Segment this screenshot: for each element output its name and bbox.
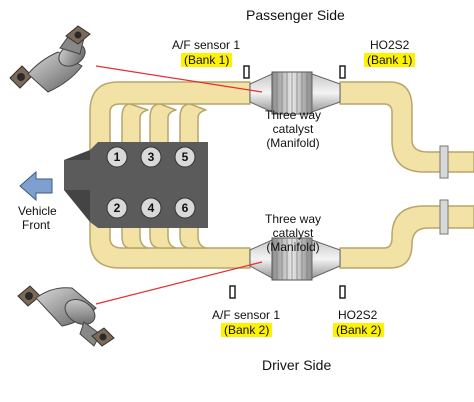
front-label: Front <box>22 218 51 232</box>
af-sensor-top-marker <box>243 65 250 79</box>
catalytic-converter-photo-top <box>9 25 91 93</box>
cylinder-number-2: 2 <box>113 201 121 215</box>
catalyst-top-label-1: Three way <box>264 108 322 122</box>
cylinder-4 <box>140 197 162 219</box>
ho2s2-bottom-label: HO2S2 <box>338 308 378 322</box>
leader-line-top <box>95 65 263 93</box>
cylinder-6 <box>174 197 196 219</box>
vehicle-front-arrow <box>19 170 53 202</box>
cylinder-1 <box>106 146 128 168</box>
catalyst-top <box>249 71 341 115</box>
ho2s2-bottom-marker <box>339 285 346 299</box>
cylinder-3 <box>140 146 162 168</box>
catalyst-bottom-label-1: Three way <box>264 212 322 226</box>
af-sensor-bottom-bank: (Bank 2) <box>221 323 273 337</box>
catalytic-converter-photo-bottom <box>17 285 115 347</box>
catalyst-bottom <box>249 237 341 281</box>
engine-block <box>64 142 208 228</box>
passenger-side-title: Passenger Side <box>246 7 345 23</box>
driver-side-title: Driver Side <box>262 357 332 373</box>
cylinder-number-6: 6 <box>181 201 189 215</box>
cylinder-5 <box>174 146 196 168</box>
ho2s2-top-bank: (Bank 1) <box>364 53 416 67</box>
catalyst-top-label-2: catalyst <box>272 122 314 136</box>
cylinder-2 <box>106 197 128 219</box>
cylinder-number-4: 4 <box>147 201 155 215</box>
bottom-downpipe <box>339 205 474 269</box>
af-sensor-top-bank: (Bank 1) <box>181 53 233 67</box>
cylinders <box>106 146 196 219</box>
catalyst-top-label-3: (Manifold) <box>266 136 320 150</box>
vehicle-label: Vehicle <box>18 204 57 218</box>
ho2s2-top-marker <box>339 65 346 79</box>
af-sensor-top-label: A/F sensor 1 <box>172 38 241 52</box>
ho2s2-top-label: HO2S2 <box>370 38 410 52</box>
catalyst-bottom-label-2: catalyst <box>272 226 314 240</box>
af-sensor-bottom-marker <box>229 285 236 299</box>
af-sensor-bottom-label: A/F sensor 1 <box>212 308 281 322</box>
top-downpipe <box>339 81 474 173</box>
leader-line-bottom <box>95 261 263 305</box>
cylinder-number-3: 3 <box>147 150 155 164</box>
ho2s2-bottom-bank: (Bank 2) <box>333 323 385 337</box>
cylinder-number-5: 5 <box>181 150 189 164</box>
catalyst-bottom-label-3: (Manifold) <box>266 240 320 254</box>
cylinder-number-1: 1 <box>113 150 121 164</box>
pipe-flanges <box>439 145 449 235</box>
